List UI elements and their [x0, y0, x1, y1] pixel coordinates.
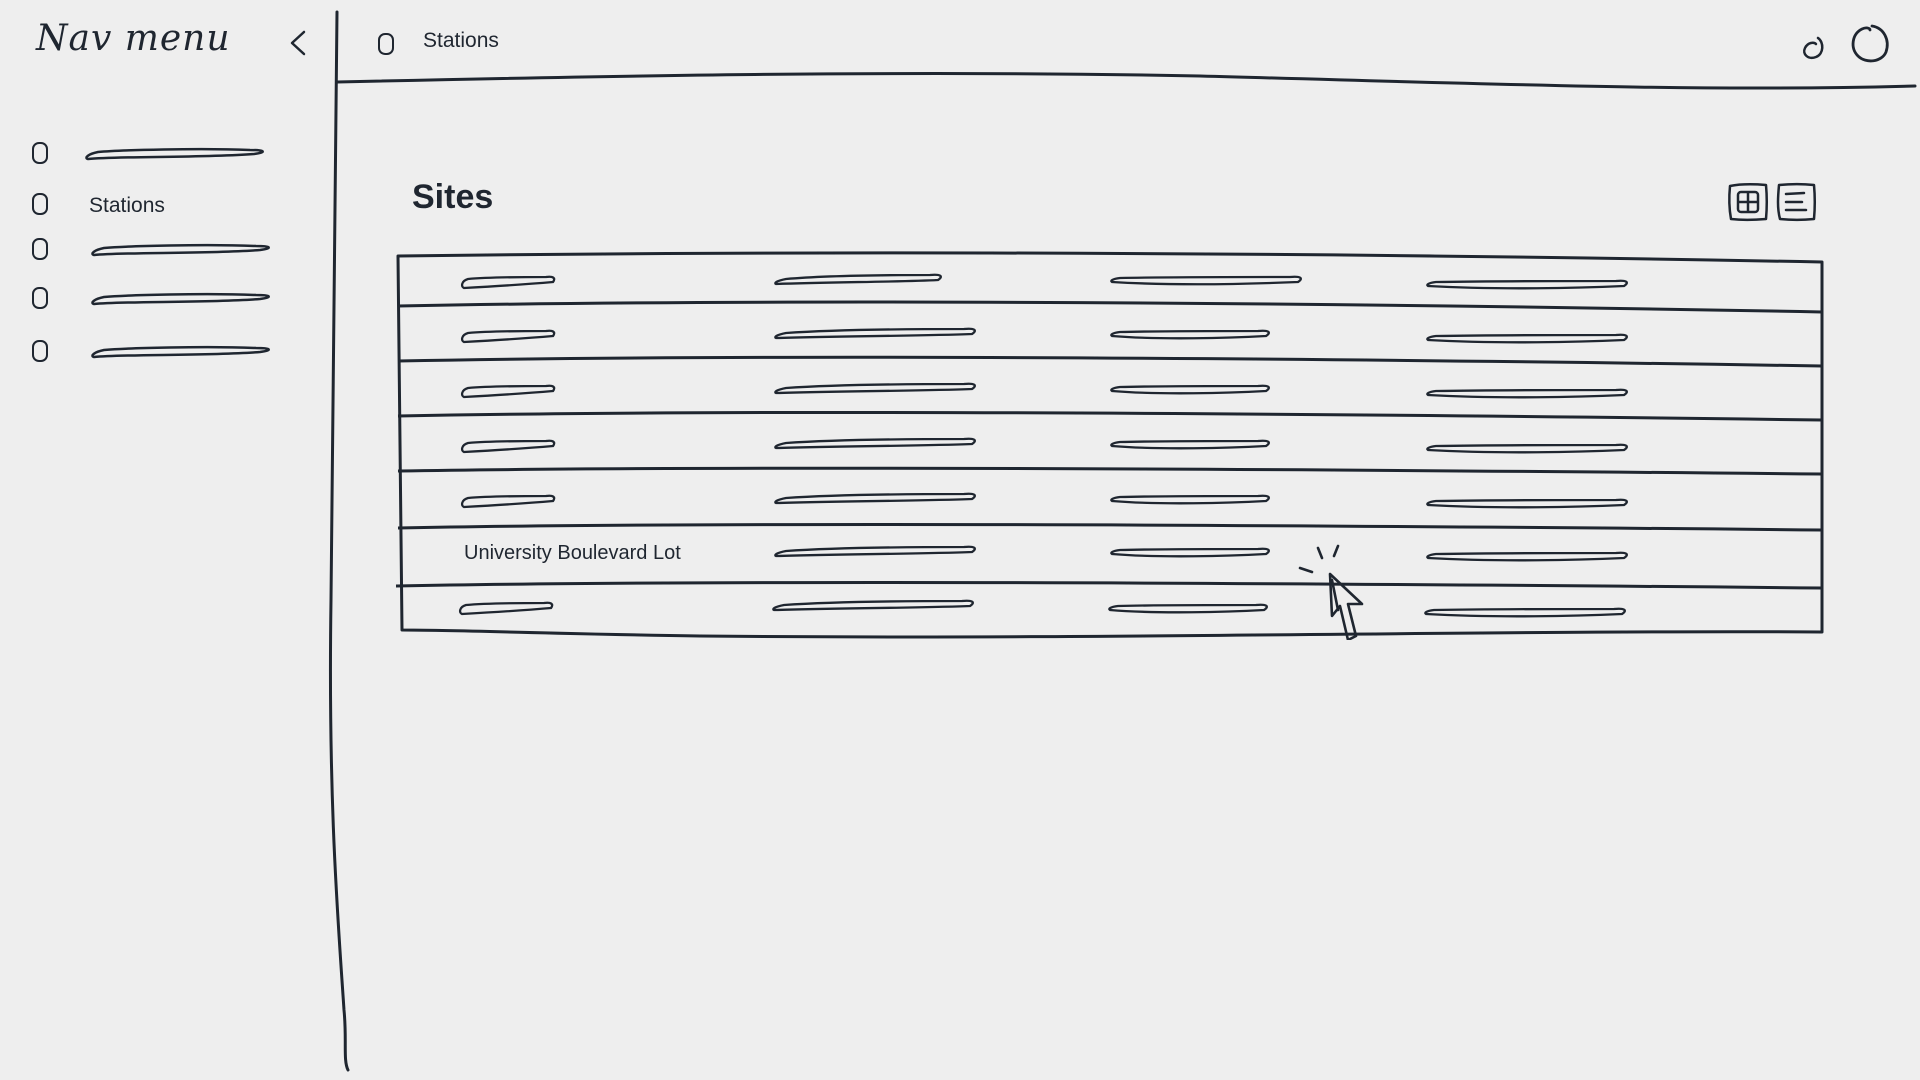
table-row[interactable] [400, 474, 1820, 524]
table-row[interactable] [400, 418, 1820, 468]
grid-view-icon [1728, 183, 1768, 221]
table-row[interactable] [400, 588, 1820, 630]
nav-item-icon [32, 238, 48, 260]
collapse-sidebar-button[interactable] [284, 26, 310, 60]
nav-item-icon [32, 142, 48, 164]
table-row[interactable] [400, 364, 1820, 412]
nav-item-icon [32, 340, 48, 362]
user-icon [378, 33, 394, 55]
table-row[interactable]: University Boulevard Lot [400, 530, 1820, 584]
sidebar-item-stations[interactable]: Stations [28, 187, 278, 223]
circle-small-icon[interactable] [1798, 32, 1828, 62]
placeholder-scribble [91, 243, 270, 257]
list-view-icon [1776, 183, 1816, 221]
nav-menu-title: Nav menu [36, 18, 231, 59]
nav-item-icon [32, 287, 48, 309]
sidebar-item-5[interactable] [28, 334, 278, 370]
placeholder-scribble [91, 345, 270, 359]
table-row[interactable] [400, 310, 1820, 358]
circle-large-icon[interactable] [1848, 22, 1892, 66]
sidebar-item-4[interactable] [28, 281, 278, 317]
placeholder-scribble [85, 147, 264, 161]
table-row[interactable] [400, 262, 1820, 304]
sidebar-item-label: Stations [89, 194, 165, 217]
list-view-button[interactable] [1774, 180, 1818, 224]
sidebar: Nav menu Stations [0, 0, 335, 1080]
chevron-left-icon [290, 30, 306, 56]
placeholder-scribble [91, 292, 270, 306]
header-title: Stations [423, 29, 499, 52]
page-title: Sites [412, 178, 494, 216]
grid-view-button[interactable] [1726, 180, 1770, 224]
site-name-cell: University Boulevard Lot [464, 542, 681, 564]
sidebar-item-3[interactable] [28, 232, 278, 268]
sidebar-item-1[interactable] [28, 136, 278, 172]
nav-item-icon [32, 193, 48, 215]
